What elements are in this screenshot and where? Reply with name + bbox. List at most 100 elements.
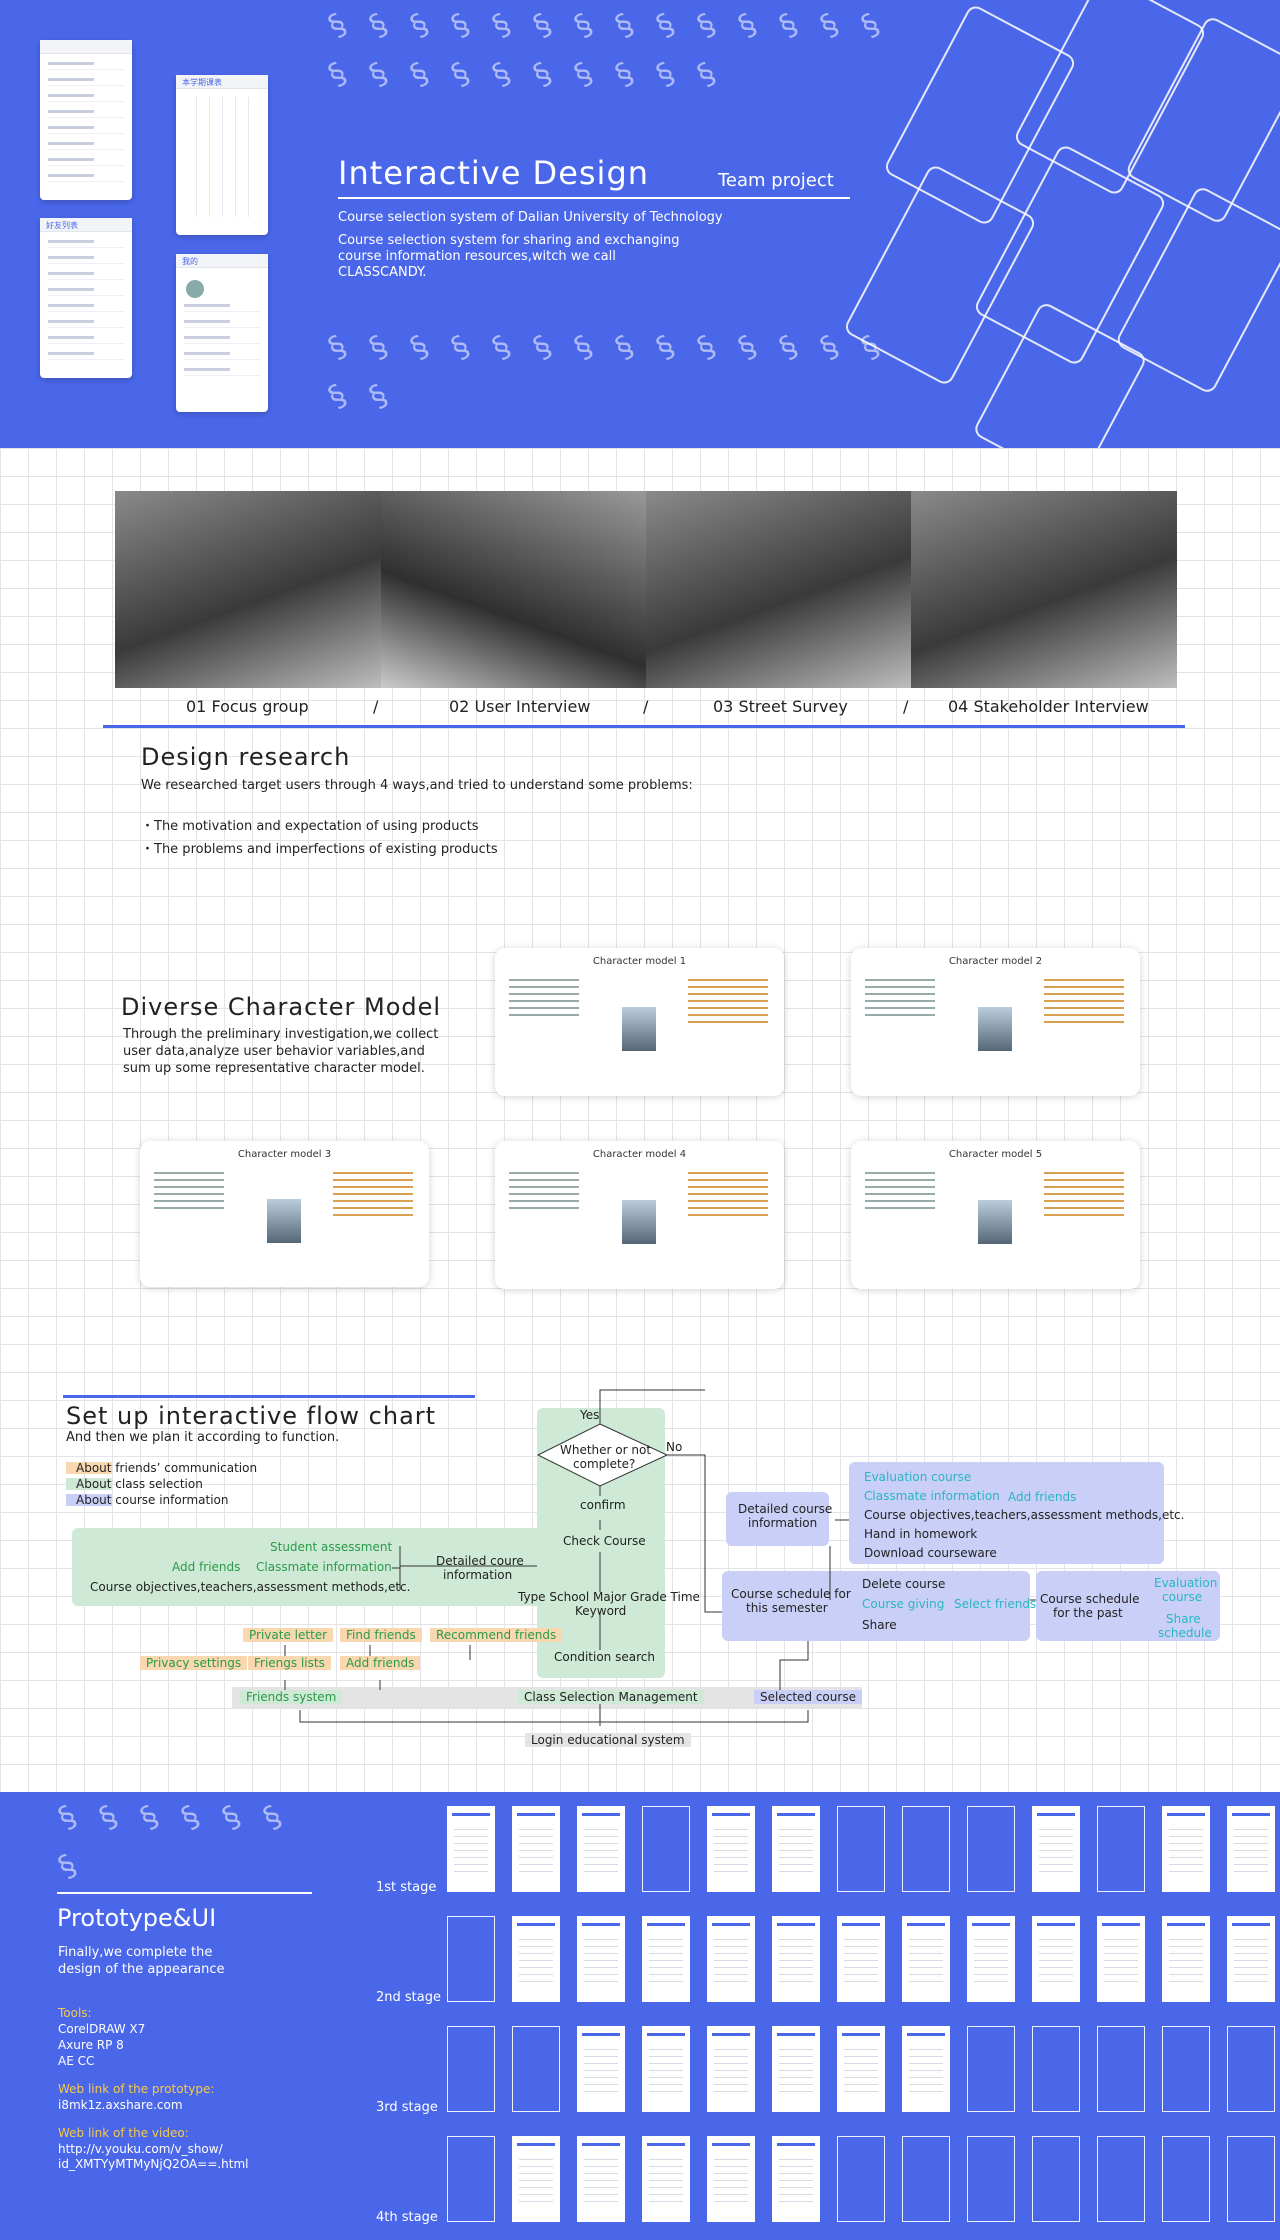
wireframe-screen [967, 2136, 1015, 2222]
flow-box-detail-right [849, 1462, 1164, 1564]
character-card-3: Character model 3 [140, 1141, 429, 1287]
wireframe-screen [1227, 1916, 1275, 2002]
wireframe-screen [577, 1916, 625, 2002]
card-title: Character model 4 [592, 1149, 687, 1160]
flow-box-schedule-this [722, 1571, 1030, 1641]
wireframe-screen [1162, 1806, 1210, 1892]
flow-schedule-this-2: this semester [746, 1601, 828, 1615]
video-link-2[interactable]: id_XMTYyMTMyNjQ2OA==.html [58, 2157, 249, 2171]
flow-yes: Yes [580, 1408, 600, 1422]
proto-desc-1: Finally,we complete the [58, 1945, 213, 1960]
wireframe-screen [707, 2136, 755, 2222]
flow-box-detail-left [72, 1528, 552, 1606]
wireframe-screen [1032, 2026, 1080, 2112]
prototype-link-label: Web link of the prototype: [58, 2082, 215, 2096]
hero-desc-3: CLASSCANDY. [338, 265, 427, 280]
flow-privacy-settings: Privacy settings [140, 1656, 248, 1670]
wireframe-screen [512, 1806, 560, 1892]
flow-friends-lists: Friengs lists [248, 1656, 331, 1670]
legend-swatch-course [66, 1494, 112, 1506]
legend-course: About course information [76, 1493, 229, 1507]
wireframe-screen [902, 2136, 950, 2222]
wireframe-screen [642, 2136, 690, 2222]
wireframe-screen [512, 2136, 560, 2222]
flow-evaluation-course: Evaluation course [864, 1470, 972, 1484]
wireframe-screen [642, 1916, 690, 2002]
character-card-4: Character model 4 [495, 1141, 784, 1289]
wireframe-screen [967, 1916, 1015, 2002]
wireframe-screen [512, 1916, 560, 2002]
hero-desc-1: Course selection system for sharing and … [338, 233, 680, 248]
prototype-link[interactable]: i8mk1z.axshare.com [58, 2098, 183, 2112]
wireframe-screen [1097, 2026, 1145, 2112]
flow-confirm: confirm [580, 1498, 626, 1512]
proto-desc-2: design of the appearance [58, 1962, 225, 1977]
hero-subtitle: Course selection system of Dalian Univer… [338, 210, 723, 225]
wireframe-screen [447, 2136, 495, 2222]
flow-detailed-right-2: information [748, 1516, 818, 1530]
character-desc-3: sum up some representative character mod… [123, 1061, 425, 1076]
wireframe-screen [772, 2026, 820, 2112]
card-title: Character model 2 [948, 956, 1043, 967]
wireframe-screen [1097, 1916, 1145, 2002]
wireframe-screen [837, 1806, 885, 1892]
flow-check-course: Check Course [563, 1534, 646, 1548]
wireframe-screen [577, 2026, 625, 2112]
label-focus-group: 01 Focus group [186, 697, 309, 716]
wireframe-screen [1227, 2026, 1275, 2112]
wireframe-screen [642, 2026, 690, 2112]
flow-add-friends-3: Add friends [1008, 1490, 1077, 1504]
wireframe-screen [1162, 2026, 1210, 2112]
legend-swatch-class [66, 1478, 112, 1490]
flow-connectors [284, 1389, 1036, 1726]
flow-delete-course: Delete course [862, 1577, 946, 1591]
hero-desc-2: course information resources,witch we ca… [338, 249, 616, 264]
wireframe-screen [772, 1916, 820, 2002]
stage-label: 2nd stage [376, 1990, 441, 2005]
hero-divider [338, 197, 850, 199]
decorative-pattern: §§§§§§§§§§§§§§§§ [322, 328, 886, 416]
wireframe-screen [902, 1806, 950, 1892]
label-stakeholder-interview: 04 Stakeholder Interview [948, 697, 1149, 716]
tool-item: AE CC [58, 2054, 95, 2068]
flow-recommend-friends: Recommend friends [430, 1628, 563, 1642]
flow-download: Download courseware [864, 1546, 997, 1560]
flow-add-friends-2: Add friends [340, 1656, 421, 1670]
wireframe-screen [902, 2026, 950, 2112]
wireframe-screen [447, 1806, 495, 1892]
wireframe-screen [577, 1806, 625, 1892]
video-link-label: Web link of the video: [58, 2126, 189, 2140]
flow-select-friends: Select friends [954, 1597, 1037, 1611]
research-bullet: ・The motivation and expectation of using… [141, 819, 479, 834]
flow-course-giving: Course giving [862, 1597, 945, 1611]
wireframe-screen [837, 2136, 885, 2222]
wireframe-screen [772, 1806, 820, 1892]
wireframe-screen [1097, 2136, 1145, 2222]
flow-selected-course: Selected course [754, 1690, 862, 1704]
wireframe-screen [642, 1806, 690, 1892]
wireframe-screen [512, 2026, 560, 2112]
video-link-1[interactable]: http://v.youku.com/v_show/ [58, 2142, 223, 2156]
wireframe-screen [1162, 1916, 1210, 2002]
decorative-pattern: §§§§§§§§§§§§§§§§§§§§§§§§ [322, 6, 886, 94]
character-card-1: Character model 1 [495, 948, 784, 1096]
wireframe-screen [1227, 2136, 1275, 2222]
flow-condition-search: Condition search [554, 1650, 655, 1664]
label-separator: / [643, 697, 649, 716]
character-model-title: Diverse Character Model [121, 993, 442, 1021]
wireframe-screen [1097, 1806, 1145, 1892]
label-separator: / [373, 697, 379, 716]
flow-divider [63, 1395, 475, 1398]
flow-decision-2: complete? [573, 1457, 636, 1471]
flow-classmate-info: Classmate information [256, 1560, 392, 1574]
character-card-5: Character model 5 [851, 1141, 1140, 1289]
flow-detailed-left-1: Detailed coure [436, 1554, 524, 1568]
wireframe-screen [1032, 1916, 1080, 2002]
photo-focus-group [115, 491, 381, 688]
design-research-lead: We researched target users through 4 way… [141, 778, 693, 793]
decorative-pattern: §§§§§§§ [52, 1798, 288, 1886]
tools-label: Tools: [58, 2006, 92, 2020]
flow-course-objectives-2: Course objectives,teachers,assessment me… [864, 1508, 1185, 1522]
legend-swatch-friends [66, 1462, 112, 1474]
legend-friends: About friends’ communication [76, 1461, 258, 1475]
